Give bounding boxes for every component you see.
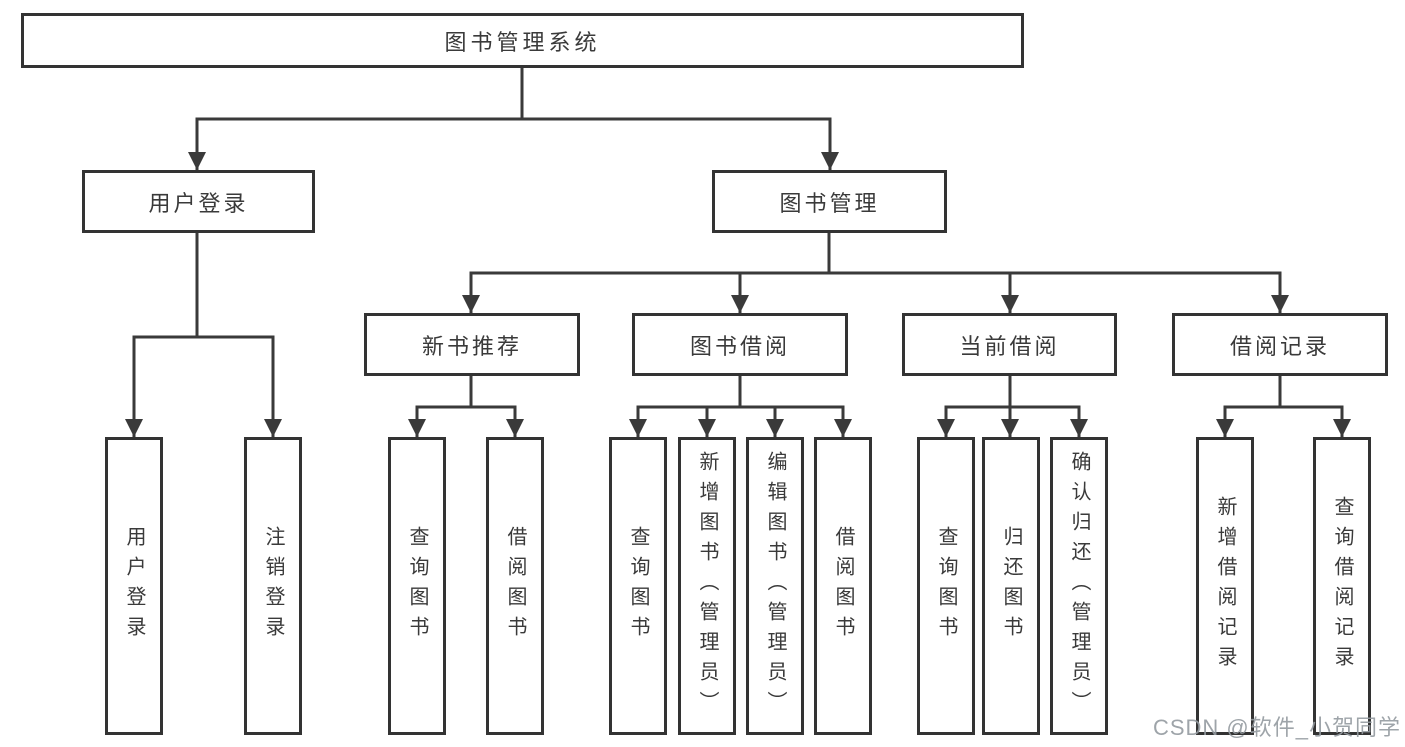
leaf-query-borrow-record: 查询借阅记录 <box>1313 437 1371 735</box>
leaf-label: 确认归还（管理员） <box>1068 451 1090 721</box>
leaf-label: 查询图书 <box>627 526 649 646</box>
leaf-label: 用户登录 <box>123 526 145 646</box>
leaf-label: 归还图书 <box>1000 526 1022 646</box>
node-label: 图书借阅 <box>689 333 790 359</box>
leaf-label: 借阅图书 <box>832 526 854 646</box>
node-borrow-records: 借阅记录 <box>1172 313 1388 376</box>
connector-new-book-group <box>408 374 524 439</box>
connector-book-borrow-group <box>629 374 852 439</box>
leaf-query-books-current: 查询图书 <box>917 437 975 735</box>
node-label: 图书管理系统 <box>444 29 601 55</box>
csdn-watermark: CSDN @软件_小贺同学 <box>1152 715 1401 740</box>
leaf-label: 查询图书 <box>406 526 428 646</box>
leaf-label: 借阅图书 <box>504 526 526 646</box>
leaf-borrow-books-recommend: 借阅图书 <box>486 437 544 735</box>
connector-current-borrow-group <box>937 374 1088 439</box>
node-book-management: 图书管理 <box>712 170 947 233</box>
node-label: 当前借阅 <box>959 333 1060 359</box>
leaf-label: 查询图书 <box>935 526 957 646</box>
leaf-query-books-borrow: 查询图书 <box>609 437 667 735</box>
leaf-add-books-admin: 新增图书（管理员） <box>678 437 736 735</box>
leaf-label: 编辑图书（管理员） <box>764 451 786 721</box>
connector-user-login-group <box>125 231 282 439</box>
connector-root-to-level2 <box>188 66 839 172</box>
leaf-label: 新增借阅记录 <box>1214 496 1236 676</box>
node-book-borrow: 图书借阅 <box>632 313 848 376</box>
leaf-label: 新增图书（管理员） <box>696 451 718 721</box>
node-label: 图书管理 <box>779 190 880 216</box>
leaf-label: 注销登录 <box>262 526 284 646</box>
leaf-confirm-return-admin: 确认归还（管理员） <box>1050 437 1108 735</box>
connector-book-management-group <box>462 231 1289 315</box>
leaf-borrow-books: 借阅图书 <box>814 437 872 735</box>
node-current-borrow: 当前借阅 <box>902 313 1117 376</box>
leaf-user-login: 用户登录 <box>105 437 163 735</box>
node-library-management-system: 图书管理系统 <box>21 13 1024 68</box>
node-label: 用户登录 <box>148 190 249 216</box>
node-label: 借阅记录 <box>1229 333 1330 359</box>
leaf-add-borrow-record: 新增借阅记录 <box>1196 437 1254 735</box>
leaf-return-books: 归还图书 <box>982 437 1040 735</box>
node-new-book-recommend: 新书推荐 <box>364 313 580 376</box>
connector-borrow-records-group <box>1216 374 1351 439</box>
leaf-label: 查询借阅记录 <box>1331 496 1353 676</box>
node-user-login: 用户登录 <box>82 170 315 233</box>
node-label: 新书推荐 <box>421 333 522 359</box>
leaf-edit-books-admin: 编辑图书（管理员） <box>746 437 804 735</box>
leaf-query-books-recommend: 查询图书 <box>388 437 446 735</box>
leaf-logout: 注销登录 <box>244 437 302 735</box>
